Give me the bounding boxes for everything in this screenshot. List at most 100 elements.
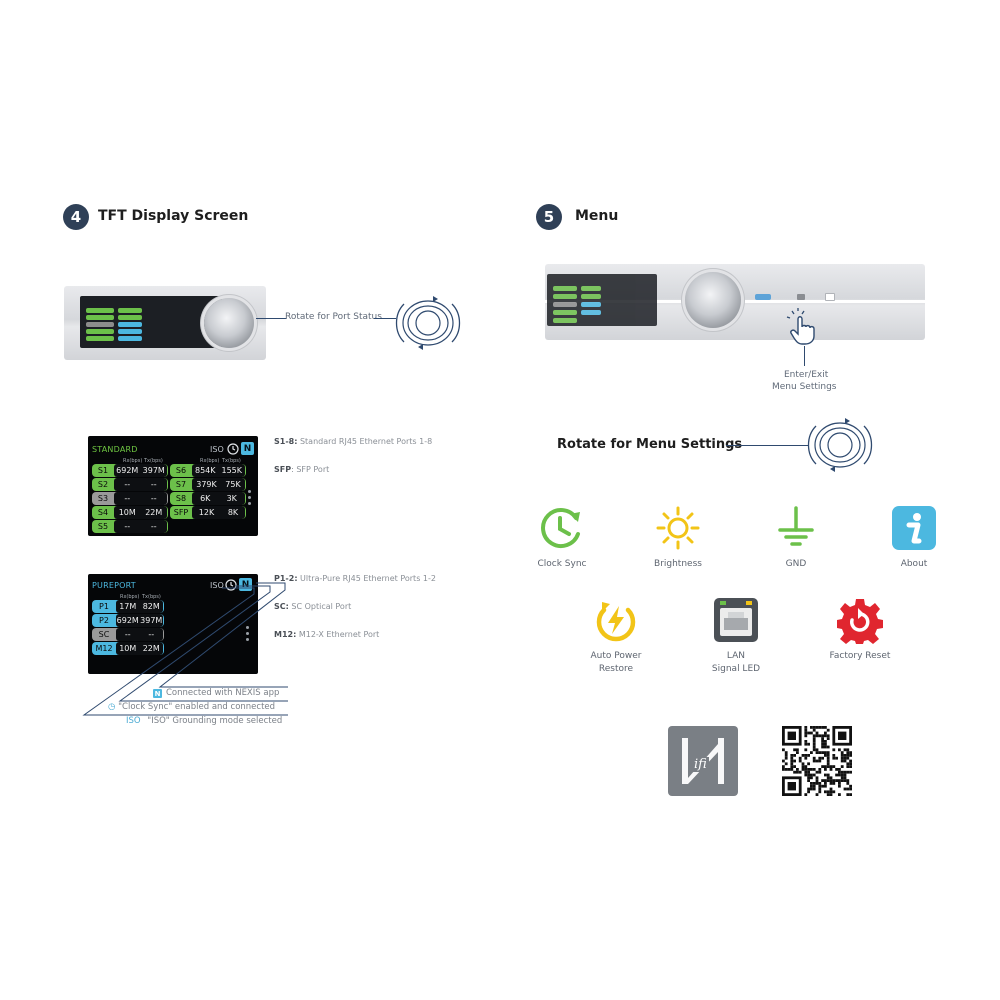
port-values: -- -- xyxy=(116,628,163,641)
description-line: P1-2: Ultra-Pure RJ45 Ethernet Ports 1-2 xyxy=(274,574,436,583)
port-values: 17M 82M xyxy=(116,600,163,613)
section-number-4: 4 xyxy=(63,204,89,230)
description-text: M12-X Ethernet Port xyxy=(296,630,380,639)
port-rx: -- xyxy=(124,480,131,489)
factory-reset-icon xyxy=(837,599,883,644)
description-key: SC: xyxy=(274,602,289,611)
menu-button[interactable] xyxy=(825,293,835,301)
menu-led xyxy=(755,294,771,300)
pureport-title: PUREPORT xyxy=(92,581,136,590)
rotate-knob-icon xyxy=(395,296,461,350)
device-front-panel xyxy=(64,286,266,360)
ground-icon xyxy=(778,506,814,546)
port-label: SFP xyxy=(173,508,189,517)
port-label: S6 xyxy=(175,466,187,475)
gnd-label: GND xyxy=(785,559,807,569)
menu-port xyxy=(797,294,805,300)
port-values: ---- xyxy=(114,492,167,505)
lan-label-line2: Signal LED xyxy=(711,664,761,674)
legend-iso: ISO "ISO" Grounding mode selected xyxy=(126,716,282,726)
port-values: ---- xyxy=(114,520,167,533)
device-mini-screen xyxy=(80,296,222,348)
about-label: About xyxy=(900,559,928,569)
port-rx: -- xyxy=(124,522,131,531)
rotary-knob[interactable] xyxy=(204,298,254,348)
rx-header-right: Rx(bps) xyxy=(200,458,220,464)
brightness-label: Brightness xyxy=(654,559,702,569)
port-label: S5 xyxy=(97,522,109,531)
port-tx: 75K xyxy=(225,480,241,489)
tx-header-right: Tx(bps) xyxy=(222,458,241,464)
port-tx: 82M xyxy=(142,602,160,611)
port-rx: 6K xyxy=(200,494,211,503)
description-text: : SFP Port xyxy=(291,465,330,474)
port-rx: -- xyxy=(124,494,131,503)
port-rx: -- xyxy=(124,630,131,639)
legend-iso-text: "ISO" Grounding mode selected xyxy=(147,716,283,726)
port-label: P2 xyxy=(99,616,109,625)
port-tx: -- xyxy=(148,630,155,639)
port-rx: 692M xyxy=(116,616,139,625)
port-values: -- -- xyxy=(114,478,167,491)
port-rx: 17M xyxy=(119,602,137,611)
port-tx: 8K xyxy=(227,508,239,517)
factory-reset-label-line1: Factory Reset xyxy=(829,651,891,661)
section-title-menu: Menu xyxy=(575,208,619,224)
port-label: S4 xyxy=(97,508,109,517)
port-rx: 10M xyxy=(119,644,137,653)
description-key: P1-2: xyxy=(274,574,298,583)
info-icon xyxy=(892,506,936,550)
port-rx: 10M xyxy=(118,508,136,517)
description-text: Standard RJ45 Ethernet Ports 1-8 xyxy=(297,437,433,446)
port-tx: -- xyxy=(150,480,157,489)
description-text: Ultra-Pure RJ45 Ethernet Ports 1-2 xyxy=(297,574,436,583)
menu-item-gnd: GND xyxy=(764,504,828,571)
menu-device-mini-screen xyxy=(547,274,657,326)
pureport-iso-indicator: ISO xyxy=(210,581,224,590)
port-label: M12 xyxy=(95,644,113,653)
description-line: SFP: SFP Port xyxy=(274,465,329,474)
description-line: S1-8: Standard RJ45 Ethernet Ports 1-8 xyxy=(274,437,432,446)
ifi-logo-text: ifi xyxy=(692,757,709,772)
menu-item-about: About xyxy=(882,504,946,571)
power-restore-icon xyxy=(596,602,636,642)
auto-power-label-line2: Restore xyxy=(598,664,634,674)
port-label: P1 xyxy=(99,602,109,611)
menu-settings-label: Menu Settings xyxy=(772,382,837,392)
auto-power-label-line1: Auto Power xyxy=(590,651,642,661)
port-label: S7 xyxy=(175,480,187,489)
legend-clock-sync: ◷ "Clock Sync" enabled and connected xyxy=(108,702,275,712)
tap-hand-icon xyxy=(786,308,815,345)
clock-sync-icon xyxy=(541,508,580,548)
menu-rotary-knob[interactable] xyxy=(685,272,741,328)
section-title-tft: TFT Display Screen xyxy=(98,208,249,224)
qr-code[interactable] xyxy=(782,726,852,796)
port-row-p1: P1 17M 82M xyxy=(92,600,164,613)
port-tx: 397M xyxy=(140,616,163,625)
iso-indicator: ISO xyxy=(210,445,224,454)
port-label: S2 xyxy=(97,480,109,489)
menu-rotate-knob-icon xyxy=(807,418,873,472)
port-label: S3 xyxy=(97,494,109,503)
section-number-5: 5 xyxy=(536,204,562,230)
port-label: SC xyxy=(98,630,110,639)
legend-clock-text: "Clock Sync" enabled and connected xyxy=(118,702,276,712)
enter-leader xyxy=(804,346,805,366)
legend-iso-icon: ISO xyxy=(126,716,141,726)
port-tx: 397M xyxy=(142,466,165,475)
